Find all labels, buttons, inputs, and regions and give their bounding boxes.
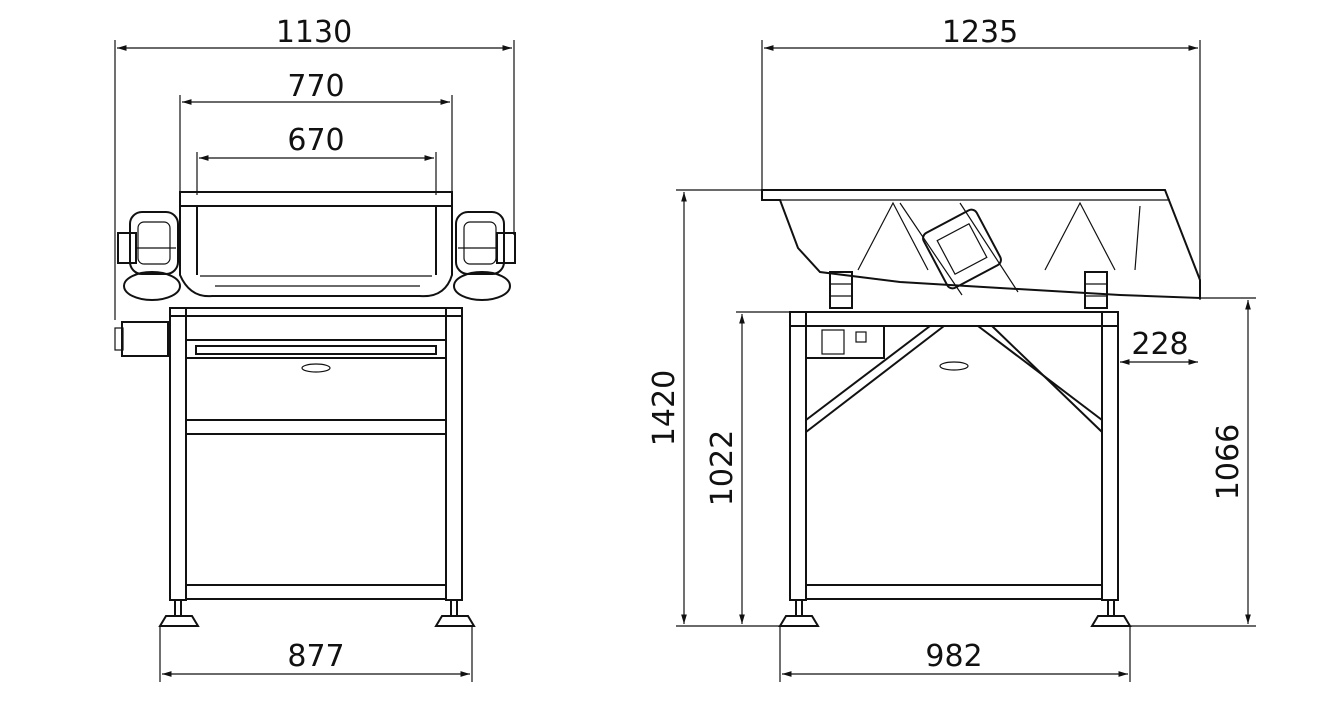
front-frame (158, 307, 476, 627)
front-foot-span-label: 877 (287, 639, 344, 674)
dimension-overall-length: 1235 (761, 15, 1201, 300)
side-frame (778, 311, 1132, 627)
front-control-box (114, 321, 169, 357)
dimension-front-foot-span: 877 (159, 626, 473, 682)
dimension-top-frame-width: 770 (179, 69, 453, 195)
front-tray (179, 191, 453, 298)
side-tray (761, 189, 1201, 300)
side-control-box (805, 325, 885, 359)
top-frame-width-label: 770 (287, 69, 344, 104)
side-vibrator-motor (922, 208, 1002, 290)
overall-width-label: 1130 (276, 15, 352, 50)
overhang-label: 228 (1131, 327, 1188, 362)
dimension-frame-height: 1022 (705, 311, 790, 624)
dimension-overhang: 228 (1120, 327, 1198, 365)
discharge-height-label: 1066 (1211, 424, 1246, 500)
front-view: 1130 770 670 (114, 15, 516, 682)
dimension-discharge-height: 1066 (1130, 297, 1256, 627)
side-springs (829, 271, 1108, 309)
side-view: 1235 (647, 15, 1256, 682)
dimension-side-foot-span: 982 (779, 626, 1131, 682)
left-vibrator-motor (117, 211, 181, 301)
overall-length-label: 1235 (942, 15, 1018, 50)
inner-width-label: 670 (287, 123, 344, 158)
side-foot-span-label: 982 (925, 639, 982, 674)
right-vibrator-motor (453, 211, 516, 301)
overall-height-label: 1420 (647, 370, 682, 446)
frame-height-label: 1022 (705, 430, 740, 506)
dimension-inner-width: 670 (196, 123, 437, 195)
dimension-overall-height: 1420 (647, 189, 780, 627)
dimension-overall-width: 1130 (114, 15, 515, 320)
